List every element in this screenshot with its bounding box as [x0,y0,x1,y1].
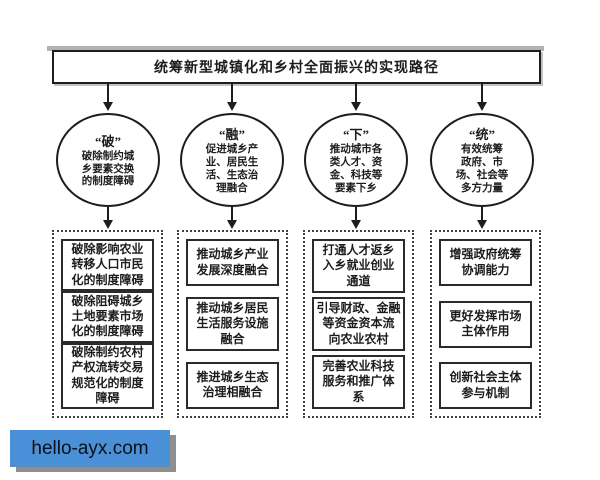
measure-box: 推动城乡居民 生活服务设施 融合 [186,296,279,352]
circle-keyword-tong: “统” 有效统筹 政府、市 场、社会等 多方力量 [430,113,534,207]
arrowhead-down-icon [477,220,487,229]
measure-box: 破除制约农村 产权流转交易 规范化的制度 障碍 [61,342,154,409]
measure-group-3: 打通人才返乡 入乡就业创业 通道 引导财政、金融 等资金资本流 向农业农村 完善… [303,230,414,418]
arrowhead-down-icon [103,102,113,111]
arrowhead-down-icon [351,102,361,111]
measure-box: 更好发挥市场 主体作用 [439,300,532,348]
arrowhead-down-icon [227,102,237,111]
title-box: 统筹新型城镇化和乡村全面振兴的实现路径 [52,50,541,84]
circle-description: 破除制约城 乡要素交换 的制度障碍 [81,150,135,188]
arrowhead-down-icon [351,220,361,229]
measure-box: 打通人才返乡 入乡就业创业 通道 [312,239,405,294]
circle-keyword-xia: “下” 推动城市各 类人才、资 金、科技等 要素下乡 [304,113,408,207]
watermark-label: hello-ayx.com [31,437,149,459]
measure-box: 推动城乡产业 发展深度融合 [186,239,279,286]
connector-title-circle-3 [355,84,357,103]
connector-title-circle-1 [107,84,109,103]
measure-box: 破除阻碍城乡 土地要素市场 化的制度障碍 [61,290,154,343]
measure-box: 增强政府统筹 协调能力 [439,239,532,286]
circle-keyword-rong: “融” 促进城乡产 业、居民生 活、生态治 理融合 [180,113,284,207]
connector-title-circle-2 [231,84,233,103]
arrowhead-down-icon [477,102,487,111]
circle-description: 促进城乡产 业、居民生 活、生态治 理融合 [205,144,259,194]
arrowhead-down-icon [227,220,237,229]
circle-keyword-po: “破” 破除制约城 乡要素交换 的制度障碍 [56,113,160,207]
circle-keyword-label: “下” [342,127,369,143]
arrowhead-down-icon [103,220,113,229]
connector-circle-group-2 [231,207,233,221]
watermark-badge: hello-ayx.com [10,430,170,467]
measure-box: 推进城乡生态 治理相融合 [186,361,279,409]
circle-keyword-label: “破” [94,133,121,149]
measure-group-1: 破除影响农业 转移人口市民 化的制度障碍 破除阻碍城乡 土地要素市场 化的制度障… [52,230,163,418]
top-shadow-bar [47,46,544,51]
connector-circle-group-3 [355,207,357,221]
circle-keyword-label: “融” [218,127,245,143]
connector-circle-group-4 [481,207,483,221]
circle-description: 推动城市各 类人才、资 金、科技等 要素下乡 [329,144,383,194]
measure-box: 破除影响农业 转移人口市民 化的制度障碍 [61,239,154,291]
measure-group-2: 推动城乡产业 发展深度融合 推动城乡居民 生活服务设施 融合 推进城乡生态 治理… [177,230,288,418]
circle-keyword-label: “统” [468,127,495,143]
measure-box: 创新社会主体 参与机制 [439,362,532,409]
page-title: 统筹新型城镇化和乡村全面振兴的实现路径 [154,61,439,76]
connector-title-circle-4 [481,84,483,103]
circle-description: 有效统筹 政府、市 场、社会等 多方力量 [455,144,509,194]
measure-group-4: 增强政府统筹 协调能力 更好发挥市场 主体作用 创新社会主体 参与机制 [430,230,541,418]
measure-box: 引导财政、金融 等资金资本流 向农业农村 [312,296,405,352]
connector-circle-group-1 [107,207,109,221]
measure-box: 完善农业科技 服务和推广体 系 [312,354,405,409]
